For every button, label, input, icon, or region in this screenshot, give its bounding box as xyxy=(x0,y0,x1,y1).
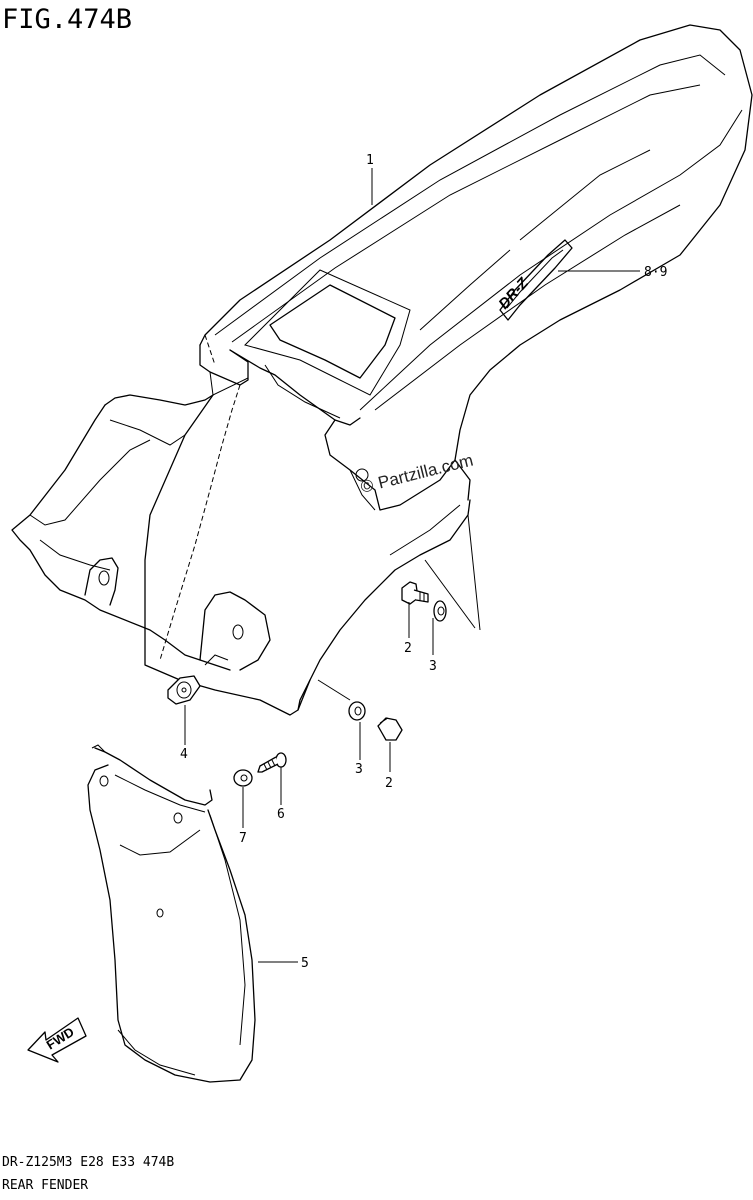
watermark: © Partzilla.com xyxy=(359,450,475,496)
bolt-part-2-upper xyxy=(401,581,429,605)
callout-1: 1 xyxy=(366,153,374,168)
callout-labels: 1 8·9 2 3 4 3 2 6 7 5 xyxy=(180,153,667,971)
callout-6: 6 xyxy=(277,807,285,822)
watermark-text: Partzilla.com xyxy=(376,450,475,492)
callout-3-upper: 3 xyxy=(429,659,437,674)
mud-flap-part-5 xyxy=(87,744,256,1083)
figure-title: FIG.474B xyxy=(2,4,133,35)
callout-2-lower: 2 xyxy=(385,776,393,791)
callout-2-upper: 2 xyxy=(404,641,412,656)
leader-lines xyxy=(184,168,640,963)
fwd-arrow-icon: FWD xyxy=(27,1017,87,1063)
grommet-part-4 xyxy=(167,675,201,705)
callout-8-9: 8·9 xyxy=(644,265,667,280)
watermark-symbol: © xyxy=(359,475,376,497)
washer-part-7 xyxy=(233,769,253,787)
screw-part-6 xyxy=(257,752,287,773)
washer-part-3-lower xyxy=(348,701,366,721)
bolt-part-2-lower xyxy=(377,717,403,741)
model-code: DR-Z125M3 E28 E33 474B xyxy=(2,1155,175,1170)
washer-part-3-upper xyxy=(433,600,447,622)
callout-7: 7 xyxy=(239,831,247,846)
section-name: REAR FENDER xyxy=(2,1178,89,1193)
callout-4: 4 xyxy=(180,747,188,762)
callout-5: 5 xyxy=(301,956,309,971)
dr-z-decal: DR-Z xyxy=(495,239,573,321)
rear-fender-part-1: DR-Z xyxy=(11,24,753,716)
callout-3-lower: 3 xyxy=(355,762,363,777)
